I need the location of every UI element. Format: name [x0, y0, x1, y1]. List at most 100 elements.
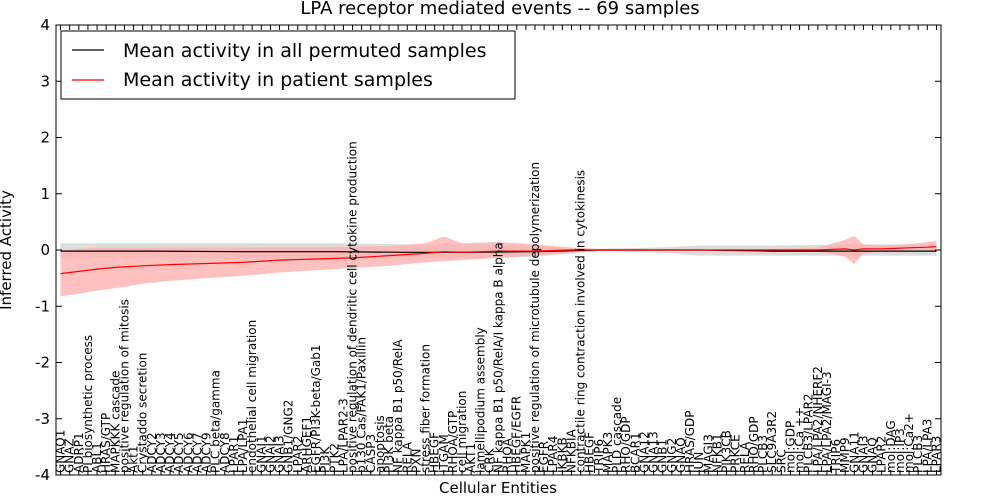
x-tick-label: ADRP1 — [72, 432, 86, 473]
x-tick-label: ITGAM — [437, 434, 451, 473]
x-tick-label: RELA — [738, 441, 752, 473]
x-tick-label: PI biosynthetic process — [81, 335, 95, 473]
x-tick-label: lamellipodium assembly — [473, 327, 487, 473]
x-tick-label: LPAR2 — [291, 436, 305, 473]
x-tick-label: PLC beta/gamma — [209, 370, 223, 473]
x-tick-label: LPAR3 — [929, 436, 943, 473]
x-tick-label: ADCY4 — [163, 432, 177, 473]
x-tick-label: mol:IP3 — [893, 428, 907, 473]
x-tick-label: TRIP6 — [829, 439, 843, 474]
x-tick-label: JUN — [692, 452, 706, 474]
x-tick-label: CASP3 — [364, 434, 378, 473]
x-tick-label: EGFR/PI3K-beta/Gab1 — [309, 344, 323, 473]
x-tick-label: NF kappa B1 p50/RelA/I kappa B alpha — [492, 242, 506, 473]
x-tick-label: GNAQ — [866, 437, 880, 473]
x-tick-label: stress fiber formation — [419, 344, 433, 473]
x-axis-title: Cellular Entities — [439, 479, 557, 497]
x-tick-label: RHO/GDP — [747, 416, 761, 473]
series-line-1 — [60, 246, 937, 275]
x-tick-label: mol:DAG — [884, 420, 898, 473]
x-tick-label: cell migration — [455, 391, 469, 473]
x-tick-label: GNAI3 — [856, 435, 870, 473]
x-tick-label: endothelial cell migration — [245, 320, 259, 473]
x-tick-label: ADCY6 — [181, 432, 195, 473]
x-tick-label: PTK2 — [327, 443, 341, 473]
x-tick-label: GNA13 — [647, 431, 661, 473]
x-tick-label: ABL1 — [90, 442, 104, 473]
x-tick-label: MAPKKK cascade — [108, 371, 122, 473]
x-tick-label: TRIP6 — [592, 439, 606, 474]
x-tick-label: GNAI1 — [254, 435, 268, 473]
x-tick-label: RHOA — [501, 437, 515, 473]
x-tick-label: LPAR2 — [875, 436, 889, 473]
x-tick-label: ADCY5 — [172, 432, 186, 473]
x-tick-label: SLC9A3R2 — [765, 411, 779, 473]
x-tick-label: mol:Ca2+ — [902, 413, 916, 473]
x-tick-label: PIK3CB — [720, 430, 734, 473]
y-tick-label: 3 — [40, 72, 50, 90]
x-tick-label: LPA/LPA1 — [236, 419, 250, 473]
x-tick-label: GNAZ — [63, 438, 77, 473]
y-axis-title: Inferred Activity — [0, 190, 15, 310]
x-tick-label: GNAQ — [674, 437, 688, 473]
x-tick-label: HRAS/GDP — [683, 410, 697, 473]
x-tick-label: positive regulation of dendritic cell cy… — [346, 141, 360, 473]
x-tick-label: GNAI3 — [273, 435, 287, 473]
x-tick-label: ADCY9 — [200, 432, 214, 473]
x-tick-label: RELA — [400, 441, 414, 473]
x-tick-label: apoptosis — [373, 415, 387, 473]
x-tick-label: HBEGF/EGFR — [510, 396, 524, 473]
y-tick-label: -1 — [35, 297, 50, 315]
y-tick-label: -3 — [35, 410, 50, 428]
x-tick-label: GNA11 — [847, 431, 861, 473]
x-tick-label: NFKBIA — [565, 428, 579, 473]
x-tick-label: LPA/LPA2/NHERF2 — [811, 366, 825, 473]
x-tick-label: MMP9 — [838, 437, 852, 473]
x-tick-label: ARHGEF1 — [300, 416, 314, 473]
x-tick-label: RHOA/GTP — [446, 411, 460, 473]
x-tick-label: NF kappa B1 p50/RelA — [391, 339, 405, 473]
x-tick-label: PLCB3 — [756, 435, 770, 473]
legend-label-permuted: Mean activity in all permuted samples — [123, 40, 486, 62]
x-tick-label: p130 Cas/FAK1/Paxillin — [355, 337, 369, 473]
x-tick-label: PLCB3 — [911, 435, 925, 473]
x-tick-label: positive regulation of microtubule depol… — [528, 162, 542, 473]
x-tick-label: SRC — [774, 449, 788, 473]
y-tick-label: -4 — [35, 466, 50, 484]
x-tick-label: LPA/LPA2/MAGI-3 — [820, 371, 834, 473]
y-tick-label: 1 — [40, 185, 50, 203]
x-tick-label: GNAI2 — [263, 435, 277, 473]
x-tick-label: mol:GDP — [784, 421, 798, 473]
x-tick-label: PI3K — [318, 446, 332, 473]
x-tick-label: EGFR — [537, 441, 551, 473]
x-tick-label: LPA/LPAR2-3 — [336, 398, 350, 473]
x-tick-label: MAPK1 — [519, 432, 533, 473]
x-tick-label: PRKCE — [729, 434, 743, 473]
y-tick-label: 4 — [40, 16, 50, 34]
x-tick-label: BCAR1 — [628, 432, 642, 473]
x-tick-label: AKT1 — [464, 443, 478, 473]
x-tick-label: MAGI3 — [701, 434, 715, 473]
legend: Mean activity in all permuted samples Me… — [60, 30, 516, 100]
series-band-1 — [60, 235, 937, 297]
y-tick-label: 0 — [40, 241, 50, 259]
x-tick-label: LPAR4 — [546, 436, 560, 473]
x-tick-label: PLD cascade — [610, 397, 624, 473]
x-tick-label: PLCB3/LPAR2 — [802, 393, 816, 473]
x-tick-label: GNB1/GNG2 — [282, 400, 296, 473]
x-tick-label: Akt1 — [127, 446, 141, 474]
x-tick-label: PXN — [409, 449, 423, 473]
x-tick-label: ADCY3 — [154, 432, 168, 473]
x-tick-label: GNG2 — [665, 438, 679, 473]
y-tick-label: -2 — [35, 354, 50, 372]
chart-title: LPA receptor mediated events -- 69 sampl… — [300, 0, 699, 19]
x-tick-label: positive regulation of mitosis — [117, 299, 131, 473]
x-tick-label: PI3K beta — [382, 416, 396, 473]
x-tick-label: contractile ring contraction involved in… — [574, 170, 588, 473]
x-tick-label: ADCY2 — [145, 432, 159, 473]
y-tick-label: 2 — [40, 129, 50, 147]
x-tick-label: GNAO1 — [54, 430, 68, 473]
x-tick-label: LPAR1 — [227, 436, 241, 473]
x-tick-label: GNA12 — [638, 431, 652, 473]
